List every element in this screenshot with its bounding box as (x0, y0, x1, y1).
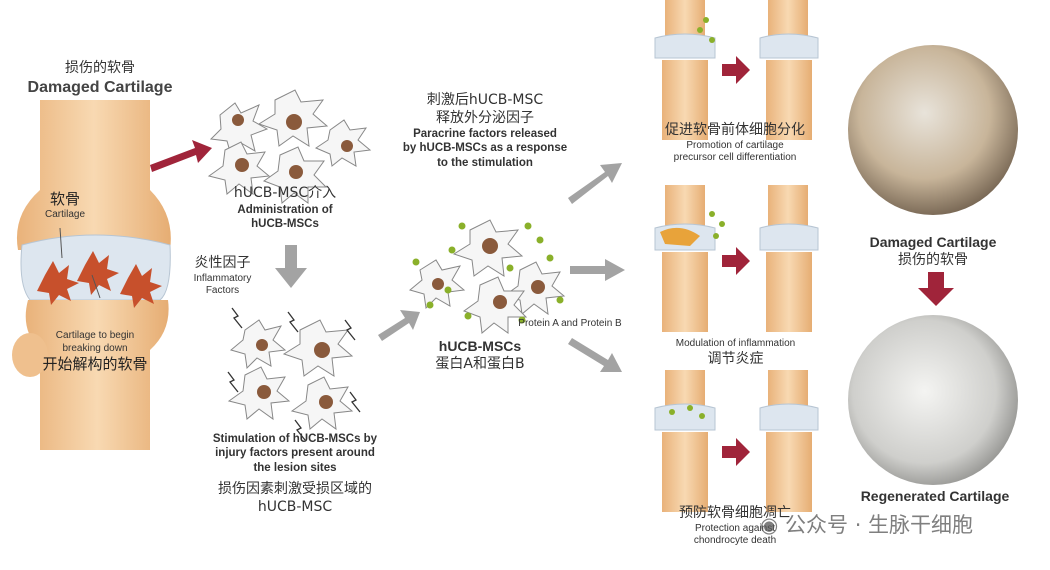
arrow-to-center (378, 310, 420, 341)
damage-spot (37, 261, 79, 305)
regenerated-cartilage-photo (848, 315, 1018, 485)
promotion-en-2: precursor cell differentiation (673, 152, 797, 163)
damage-spot (77, 251, 119, 295)
administration-zh: hUCB-MSC介入 (233, 185, 337, 201)
damaged-right-en: Damaged Cartilage (869, 234, 997, 250)
paracrine-en-2: by hUCB-MSCs as a response (402, 142, 568, 155)
stimulation-en-1: Stimulation of hUCB-MSCs by (212, 433, 378, 445)
arrow-knee-1 (722, 56, 750, 84)
cartilage-label: 软骨 Cartilage (30, 190, 100, 221)
protein-en: Protein A and Protein B (518, 318, 622, 329)
inflammatory-label: 炎性因子 Inflammatory Factors (180, 255, 265, 298)
left-knee-illustration (12, 100, 171, 450)
administration-en-1: Administration of (237, 203, 333, 216)
protein-label: Protein A and Protein B (505, 318, 635, 331)
stimulation-en-2: injury factors present around (215, 447, 375, 460)
paracrine-zh-1: 刺激后hUCB-MSC (426, 92, 544, 108)
modulation-label: Modulation of inflammation 调节炎症 (648, 338, 823, 368)
cells-stimulated (227, 319, 354, 431)
modulation-en: Modulation of inflammation (675, 338, 796, 349)
arrow-knee-3 (722, 438, 750, 466)
flow-arrows (150, 56, 954, 466)
protection-en-2: chondrocyte death (693, 535, 777, 546)
knee-pair-promotion (654, 0, 819, 140)
paracrine-en-3: to the stimulation (437, 156, 533, 169)
inflammatory-en-1: Inflammatory (193, 272, 252, 284)
damaged-cartilage-en: Damaged Cartilage (27, 78, 173, 96)
center-en: hUCB-MSCs (438, 338, 522, 354)
protection-label: 预防软骨细胞凋亡 Protection against chondrocyte … (655, 505, 815, 548)
promotion-label: 促进软骨前体细胞分化 Promotion of cartilage precur… (645, 122, 825, 165)
promotion-en-1: Promotion of cartilage (686, 139, 784, 151)
paracrine-en-1: Paracrine factors released (413, 128, 557, 140)
administration-en-2: hUCB-MSCs (251, 217, 319, 230)
inflammatory-en-2: Factors (205, 285, 240, 296)
breaking-en-2: breaking down (62, 342, 128, 354)
center-label: hUCB-MSCs 蛋白A和蛋白B (420, 338, 540, 373)
wechat-icon: ◉ (760, 513, 779, 537)
inflammatory-zh: 炎性因子 (194, 255, 251, 271)
protection-zh: 预防软骨细胞凋亡 (679, 505, 791, 521)
modulation-zh: 调节炎症 (707, 350, 764, 367)
center-zh: 蛋白A和蛋白B (435, 355, 525, 372)
arrow-down (275, 245, 307, 288)
damaged-cartilage-photo (848, 45, 1018, 215)
arrow-to-promotion (568, 163, 622, 204)
knee-pair-modulation (654, 185, 819, 332)
arrow-to-protection (568, 338, 622, 372)
stimulation-label: Stimulation of hUCB-MSCs by injury facto… (195, 432, 395, 516)
promotion-zh: 促进软骨前体细胞分化 (665, 122, 805, 138)
arrow-knee-2 (722, 247, 750, 275)
cartilage-en: Cartilage (44, 208, 86, 220)
paracrine-zh-2: 释放外分泌因子 (436, 109, 534, 126)
secreted-proteins (412, 222, 564, 324)
watermark: ◉ 公众号 · 生脉干细胞 (760, 512, 1040, 538)
damaged-cartilage-zh: 损伤的软骨 (65, 60, 135, 76)
knee-pair-protection (654, 370, 819, 512)
breaking-en-1: Cartilage to begin (55, 330, 135, 341)
arrow-to-modulation (570, 259, 625, 281)
arrow-to-administration (150, 140, 212, 172)
regenerated-cartilage-label: Regenerated Cartilage (840, 488, 1030, 506)
stimulation-zh-2: hUCB-MSC (257, 498, 333, 515)
damaged-cartilage-right-label: Damaged Cartilage 损伤的软骨 (848, 234, 1018, 269)
breaking-down-label: Cartilage to begin breaking down 开始解构的软骨 (20, 330, 170, 374)
stimulation-en-3: the lesion sites (253, 461, 337, 474)
arrow-regeneration (918, 272, 954, 306)
protection-en-1: Protection against (694, 522, 776, 534)
regenerated-en: Regenerated Cartilage (860, 488, 1010, 504)
watermark-text: 公众号 · 生脉干细胞 (785, 513, 974, 537)
cartilage-zh: 软骨 (49, 190, 80, 208)
stimulation-zh-1: 损伤因素刺激受损区域的 (218, 481, 372, 498)
damaged-right-zh: 损伤的软骨 (898, 251, 968, 268)
paracrine-label: 刺激后hUCB-MSC 释放外分泌因子 Paracrine factors re… (390, 92, 580, 170)
damage-spot (120, 264, 162, 308)
damaged-cartilage-left-label: 损伤的软骨 Damaged Cartilage (20, 60, 180, 98)
breaking-zh: 开始解构的软骨 (42, 355, 148, 373)
administration-label: hUCB-MSC介入 Administration of hUCB-MSCs (215, 185, 355, 231)
injury-bolts (227, 307, 361, 441)
